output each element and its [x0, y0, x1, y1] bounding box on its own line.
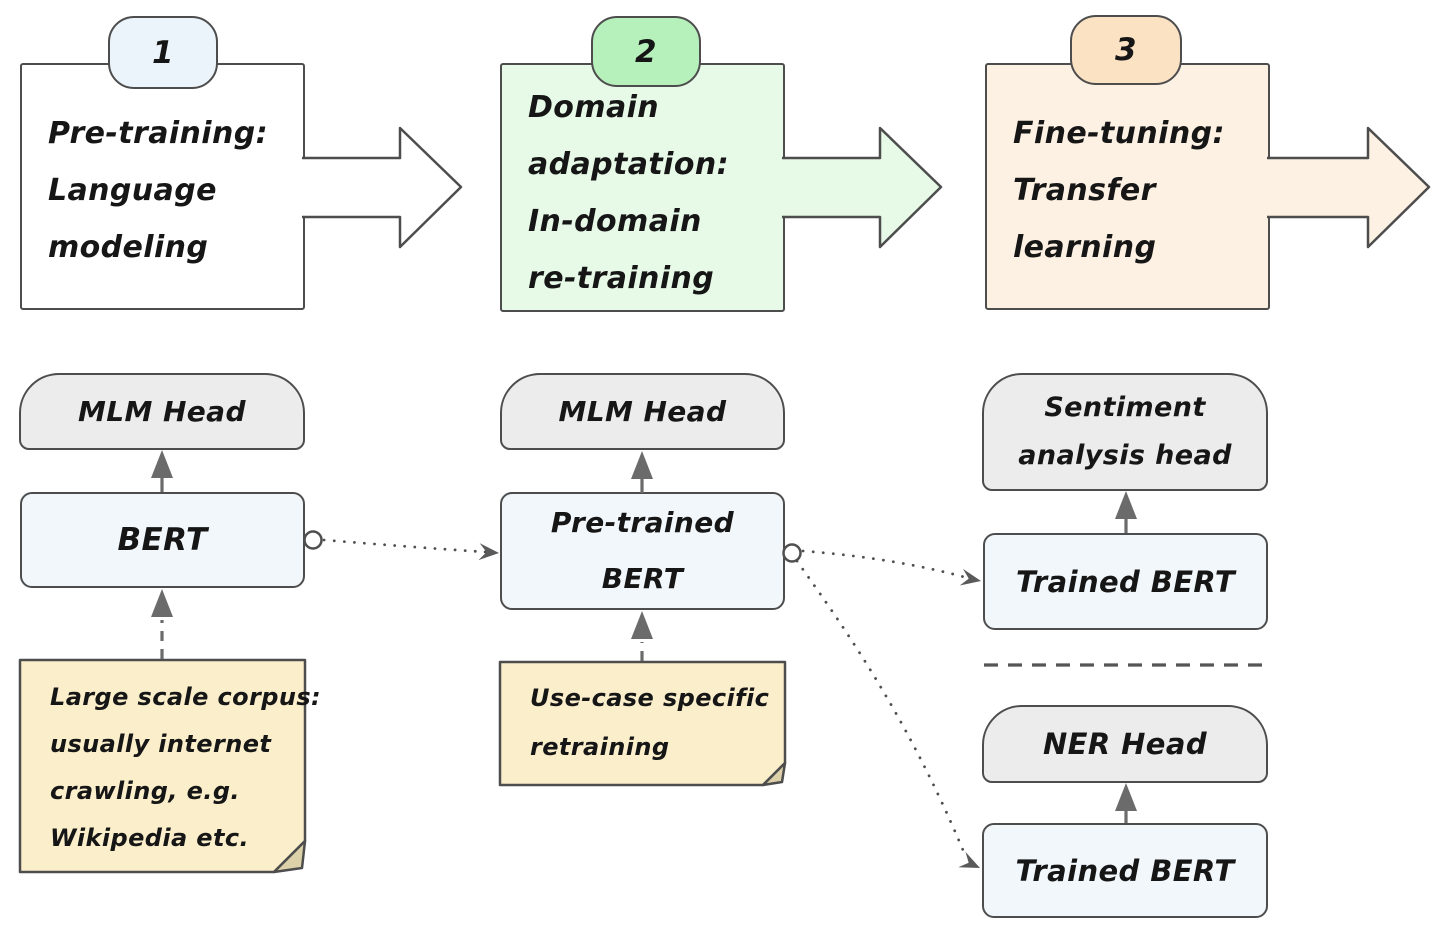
note-line: usually internet	[50, 730, 272, 758]
dotted-connector-pretrained-to-ner-bert	[795, 559, 967, 857]
note-use-case-retraining: Use-case specific retraining	[500, 662, 785, 772]
stage-title-line: Domain	[528, 90, 660, 125]
node-label-line: Sentiment	[1044, 392, 1206, 423]
sentiment-analysis-head-node: Sentiment analysis head	[982, 373, 1268, 491]
dotted-connector-pretrained-to-sentiment-bert	[801, 549, 970, 580]
stage-title-line: learning	[1013, 230, 1157, 265]
node-label: MLM Head	[78, 394, 246, 428]
mlm-head-node-2: MLM Head	[500, 373, 785, 450]
stage-title-line: Transfer	[1013, 173, 1156, 208]
arrowhead-up-icon	[1115, 783, 1137, 811]
arrowhead-up-icon	[151, 589, 173, 617]
stage-title-line: Language	[48, 173, 217, 208]
arrowhead-up-icon	[1115, 491, 1137, 519]
dotted-connector-bert-to-pretrained	[322, 538, 488, 554]
stage-title-line: re-training	[528, 261, 715, 296]
node-label-line: analysis head	[1018, 440, 1232, 471]
arrowhead-up-icon	[631, 611, 653, 639]
node-label-line: BERT	[601, 562, 684, 595]
node-label: NER Head	[1043, 727, 1207, 761]
stage-title-line: modeling	[48, 230, 209, 265]
note-line: Wikipedia etc.	[50, 824, 249, 852]
mlm-head-node-1: MLM Head	[19, 373, 305, 450]
node-label: BERT	[117, 522, 208, 558]
note-line: crawling, e.g.	[50, 777, 240, 805]
flow-arrow-right-icon-2	[782, 126, 943, 249]
note-line: Large scale corpus:	[50, 683, 322, 711]
connector-origin-dot-1	[303, 530, 323, 550]
arrowhead-right-icon	[958, 851, 980, 868]
flow-arrow-right-icon-3	[1267, 126, 1431, 249]
arrowhead-up-icon	[631, 451, 653, 479]
ner-head-node: NER Head	[982, 705, 1268, 783]
stage-box-fine-tuning: Fine-tuning: Transfer learning	[985, 63, 1270, 310]
arrowhead-right-icon	[959, 568, 981, 586]
note-large-scale-corpus: Large scale corpus: usually internet cra…	[20, 660, 322, 862]
stage-title-line: In-domain	[528, 204, 702, 239]
node-label: Trained BERT	[1015, 853, 1235, 888]
pretrained-bert-node: Pre-trained BERT	[500, 492, 785, 610]
stage-box-pretraining: Pre-training: Language modeling	[20, 63, 305, 310]
note-line: Use-case specific	[530, 684, 770, 712]
stage-number-badge-2: 2	[591, 16, 701, 87]
stage-title-line: Pre-training:	[48, 116, 268, 151]
stage-number-badge-3: 3	[1070, 15, 1182, 85]
stage-box-domain-adaptation: Domain adaptation: In-domain re-training	[500, 63, 785, 312]
bert-node: BERT	[20, 492, 305, 588]
trained-bert-node-ner: Trained BERT	[982, 823, 1268, 918]
trained-bert-node-sentiment: Trained BERT	[983, 533, 1268, 630]
connector-origin-dot-2	[782, 543, 802, 563]
note-line: retraining	[530, 733, 670, 761]
stage-title-line: adaptation:	[528, 147, 730, 182]
stage-number-badge-1: 1	[108, 16, 218, 89]
flow-arrow-right-icon-1	[302, 126, 463, 249]
node-label: MLM Head	[558, 394, 727, 428]
arrowhead-up-icon	[151, 450, 173, 478]
stage-title-line: Fine-tuning:	[1013, 116, 1225, 151]
arrowhead-right-icon	[478, 543, 499, 561]
node-label: Trained BERT	[1015, 564, 1236, 599]
node-label-line: Pre-trained	[550, 506, 735, 539]
